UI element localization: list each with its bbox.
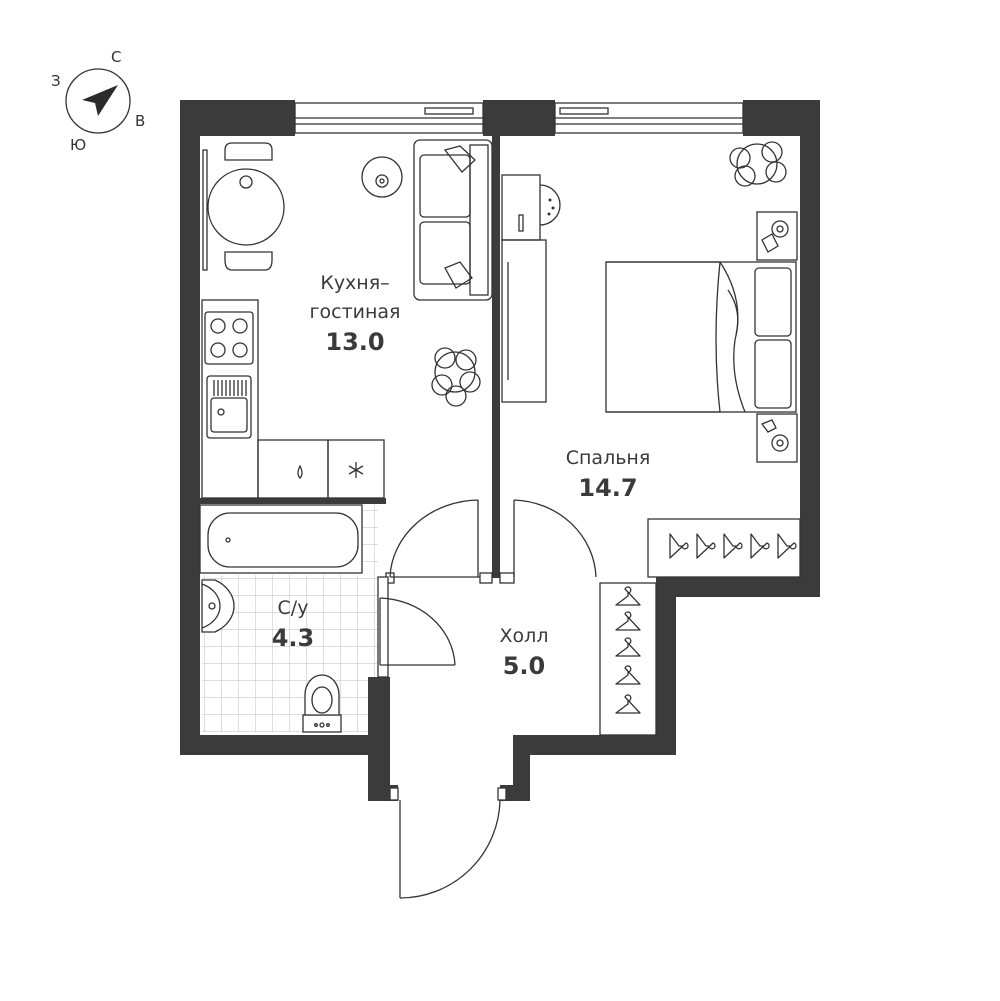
room-label-hall: Холл 5.0 [500,625,549,680]
room-area: 13.0 [325,328,384,356]
plant-kitchen [431,347,481,407]
room-name: гостиная [310,301,401,323]
room-name: Спальня [566,447,651,469]
room-name: С/у [278,597,309,619]
hanger-icon [615,665,641,685]
compass-north: С [111,48,121,66]
hanger-icon [615,637,641,657]
bed [605,261,797,413]
room-name: Холл [500,625,549,647]
room-label-bathroom: С/у 4.3 [272,597,315,652]
hanger-icon [615,611,641,631]
bedroom-storage [501,174,561,403]
hall-wardrobe [599,582,657,736]
room-label-bedroom: Спальня 14.7 [566,447,651,502]
toilet [302,674,342,733]
hanger-icon [777,533,797,559]
dining-table [202,142,285,271]
compass-arrow-icon [82,85,118,116]
hanger-icon [669,533,689,559]
bathroom-tiles-top [362,502,378,575]
room-name: Кухня– [320,272,389,294]
walls [180,100,820,801]
bathtub [199,504,363,574]
compass: С В Ю З [51,48,145,154]
bedroom-wardrobe [647,518,801,578]
kitchen-counter [201,299,385,499]
windows [294,102,744,134]
room-label-kitchen-living: Кухня– гостиная 13.0 [310,272,401,356]
nightstands [756,211,798,463]
hanger-icon [723,533,743,559]
room-area: 4.3 [272,624,315,652]
hanger-icon [615,586,641,606]
doors [377,499,597,899]
sofa [413,139,493,301]
compass-east: В [135,112,145,130]
compass-south: Ю [70,136,86,154]
hanger-icon [696,533,716,559]
bathroom-sink [201,579,235,633]
side-table [361,156,403,198]
plant-bedroom [729,141,787,187]
room-area: 14.7 [578,474,637,502]
room-area: 5.0 [503,652,546,680]
compass-west: З [51,72,61,90]
hanger-icon [750,533,770,559]
hanger-icon [615,694,641,714]
